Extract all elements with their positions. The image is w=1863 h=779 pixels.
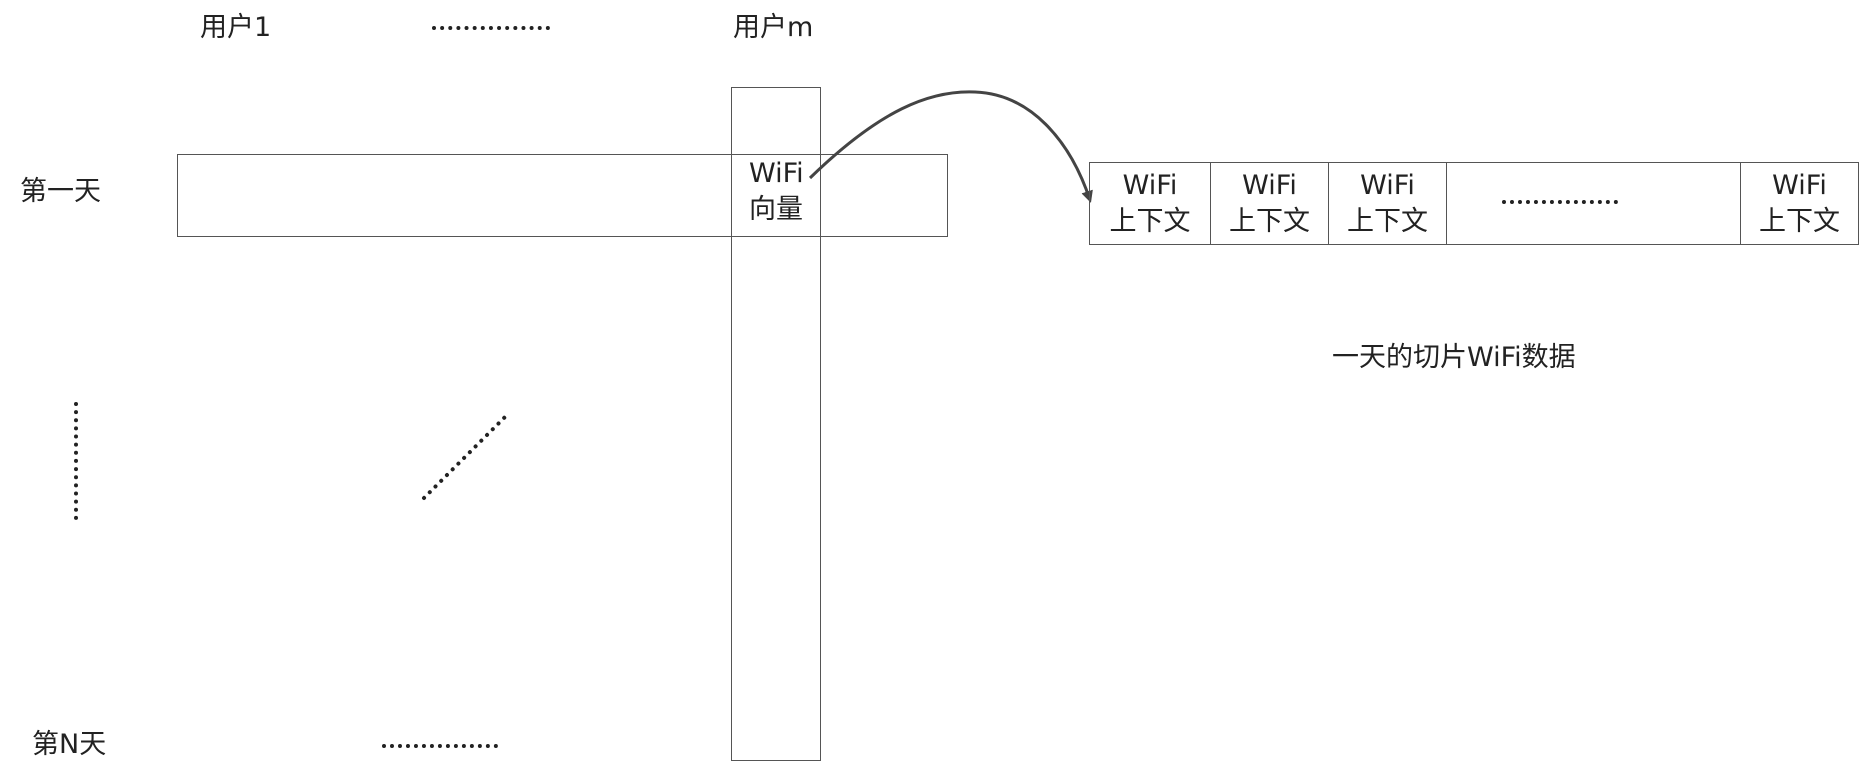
slice-cell-3-line1: WiFi xyxy=(1360,169,1415,201)
slice-cell-2-line2: 上下文 xyxy=(1229,205,1310,237)
slice-cell-2-line1: WiFi xyxy=(1242,169,1297,201)
column-label-user-m: 用户m xyxy=(733,12,814,43)
slice-cell-1-line2: 上下文 xyxy=(1109,205,1191,237)
wifi-vector-line1: WiFi xyxy=(749,158,804,189)
diagonal-ellipsis xyxy=(422,414,508,500)
slice-caption: 一天的切片WiFi数据 xyxy=(1332,342,1576,373)
slice-cell-2: WiFi 上下文 xyxy=(1210,162,1329,245)
slice-cell-1-line1: WiFi xyxy=(1122,169,1178,201)
slice-cell-last: WiFi 上下文 xyxy=(1740,162,1859,245)
slice-cell-last-line1: WiFi xyxy=(1772,169,1827,201)
row-label-day-1: 第一天 xyxy=(20,176,101,207)
slice-cell-last-line2: 上下文 xyxy=(1759,205,1840,237)
slice-arrow xyxy=(808,90,1093,203)
row-label-day-n: 第N天 xyxy=(32,729,107,760)
column-ellipsis xyxy=(432,26,550,30)
slice-ellipsis xyxy=(1502,200,1618,204)
user-column-band xyxy=(731,87,821,761)
slice-cell-1: WiFi 上下文 xyxy=(1089,162,1211,245)
bottom-ellipsis xyxy=(382,744,498,748)
column-label-user-1: 用户1 xyxy=(200,12,272,43)
day-row-band xyxy=(177,154,948,237)
wifi-vector-cell: WiFi 向量 xyxy=(731,156,821,236)
rows-ellipsis xyxy=(74,402,78,520)
wifi-vector-line2: 向量 xyxy=(749,194,803,225)
slice-cell-3-line2: 上下文 xyxy=(1347,205,1428,237)
slice-cell-3: WiFi 上下文 xyxy=(1328,162,1447,245)
